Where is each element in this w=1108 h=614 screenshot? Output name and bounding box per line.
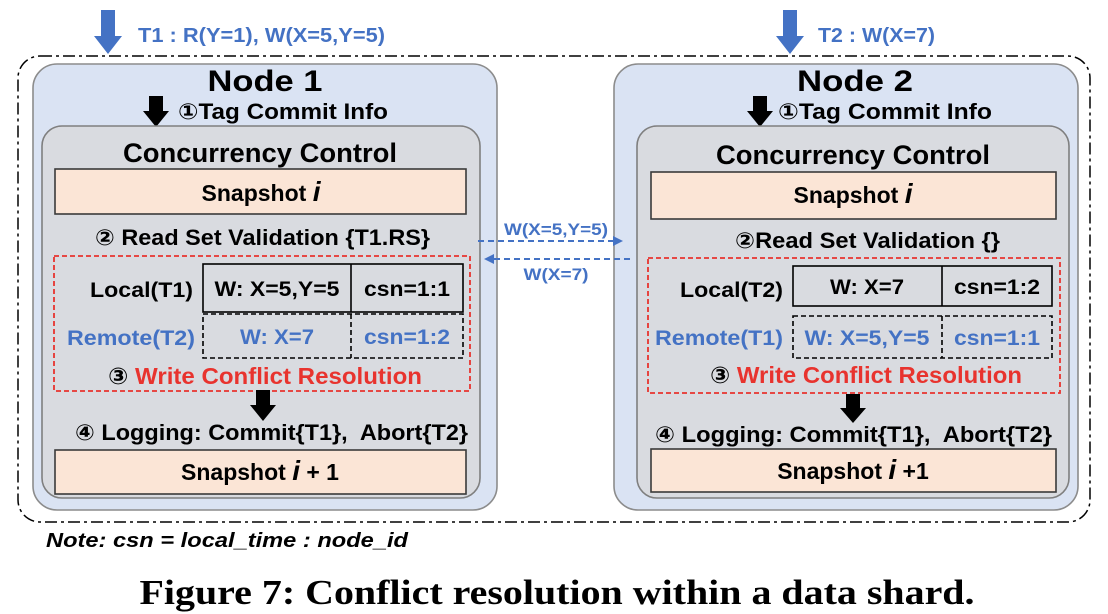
local-write-cell-border [202,263,464,313]
node-2: Node 2 ①Tag Commit Info Concurrency Cont… [613,63,1079,511]
concurrency-control-title: Concurrency Control [716,140,990,170]
read-set-validation-step: ② Read Set Validation {T1.RS} [95,225,430,250]
message-label: W(X=5,Y=5) [504,220,608,239]
down-arrow-icon [94,10,122,54]
step-number: ③ [108,363,128,389]
remote-write-label: Remote(T2) [67,327,195,350]
tag-commit-step: ①Tag Commit Info [778,99,992,124]
down-arrow-icon [143,96,169,127]
incoming-transaction-t2: T2 : W(X=7) [776,10,935,54]
node-1: Node 1 ①Tag Commit Info Concurrency Cont… [32,63,498,511]
remote-csn: csn=1:2 [364,326,450,349]
remote-write-cell-border [792,315,1053,359]
snapshot-text: Snapshot [794,182,899,208]
local-write-set: W: X=7 [830,276,904,299]
transaction-label: T2 : W(X=7) [818,25,935,47]
write-conflict-step: ③ Write Conflict Resolution [108,363,422,389]
remote-csn: csn=1:1 [954,327,1040,350]
snapshot-box [54,168,467,215]
node-title: Node 1 [208,65,323,98]
tag-commit-step: ①Tag Commit Info [178,99,388,124]
next-snapshot-label: Snapshot i +1 [777,454,929,485]
incoming-transaction-t1: T1 : R(Y=1), W(X=5,Y=5) [94,10,385,54]
local-write-entry: W: X=5,Y=5 csn=1:1 [202,263,464,313]
local-write-cell-border [792,265,1053,307]
message-node2-to-node1: W(X=7) [484,254,630,284]
snapshot-variable: i [292,455,301,486]
arrow-left-icon [484,254,494,264]
logging-step: ④ Logging: Commit{T1}, Abort{T2} [655,422,1052,447]
snapshot-box [650,171,1057,220]
remote-write-entry: W: X=5,Y=5 csn=1:1 [792,315,1053,359]
next-snapshot-box [650,448,1057,493]
message-label: W(X=7) [524,265,589,284]
write-conflict-step: ③ Write Conflict Resolution [710,362,1022,388]
message-node1-to-node2: W(X=5,Y=5) [478,220,623,246]
snapshot-text: Snapshot [777,458,882,484]
read-set-validation-step: ②Read Set Validation {} [735,228,1000,253]
down-arrow-icon [250,390,276,421]
local-write-label: Local(T1) [90,279,193,302]
next-snapshot-box [54,449,467,495]
logging-step: ④ Logging: Commit{T1}, Abort{T2} [75,420,468,445]
write-conflict-region [53,255,471,392]
snapshot-label: Snapshot i [794,178,914,209]
next-snapshot-label: Snapshot i + 1 [181,455,339,486]
write-conflict-label: Write Conflict Resolution [737,362,1022,388]
snapshot-label: Snapshot i [202,176,322,207]
local-write-entry: W: X=7 csn=1:2 [792,265,1053,307]
write-conflict-region [647,257,1061,394]
snapshot-text: Snapshot [202,180,307,206]
remote-write-entry: W: X=7 csn=1:2 [202,313,464,359]
figure-caption: Figure 7: Conflict resolution within a d… [140,573,975,612]
node-title: Node 2 [797,65,913,98]
step-number: ③ [710,362,730,388]
remote-write-label: Remote(T1) [655,327,783,350]
data-shard-boundary [17,55,1091,523]
down-arrow-icon [840,394,866,423]
snapshot-variable: i [888,454,897,485]
local-csn: csn=1:1 [364,278,450,301]
snapshot-increment: + 1 [306,459,339,485]
local-csn: csn=1:2 [954,276,1040,299]
transaction-label: T1 : R(Y=1), W(X=5,Y=5) [138,25,385,47]
snapshot-variable: i [905,178,914,209]
snapshot-increment: +1 [903,458,929,484]
arrow-right-icon [613,236,623,246]
local-write-set: W: X=5,Y=5 [215,278,340,301]
down-arrow-icon [776,10,804,54]
snapshot-variable: i [313,176,322,207]
local-write-label: Local(T2) [680,279,783,302]
down-arrow-icon [747,96,773,127]
remote-write-set: W: X=5,Y=5 [805,327,930,350]
concurrency-control-title: Concurrency Control [123,138,397,168]
snapshot-text: Snapshot [181,459,286,485]
write-conflict-label: Write Conflict Resolution [135,363,422,389]
figure-note: Note: csn = local_time : node_id [46,530,409,552]
remote-write-set: W: X=7 [240,326,314,349]
remote-write-cell-border [202,313,464,359]
